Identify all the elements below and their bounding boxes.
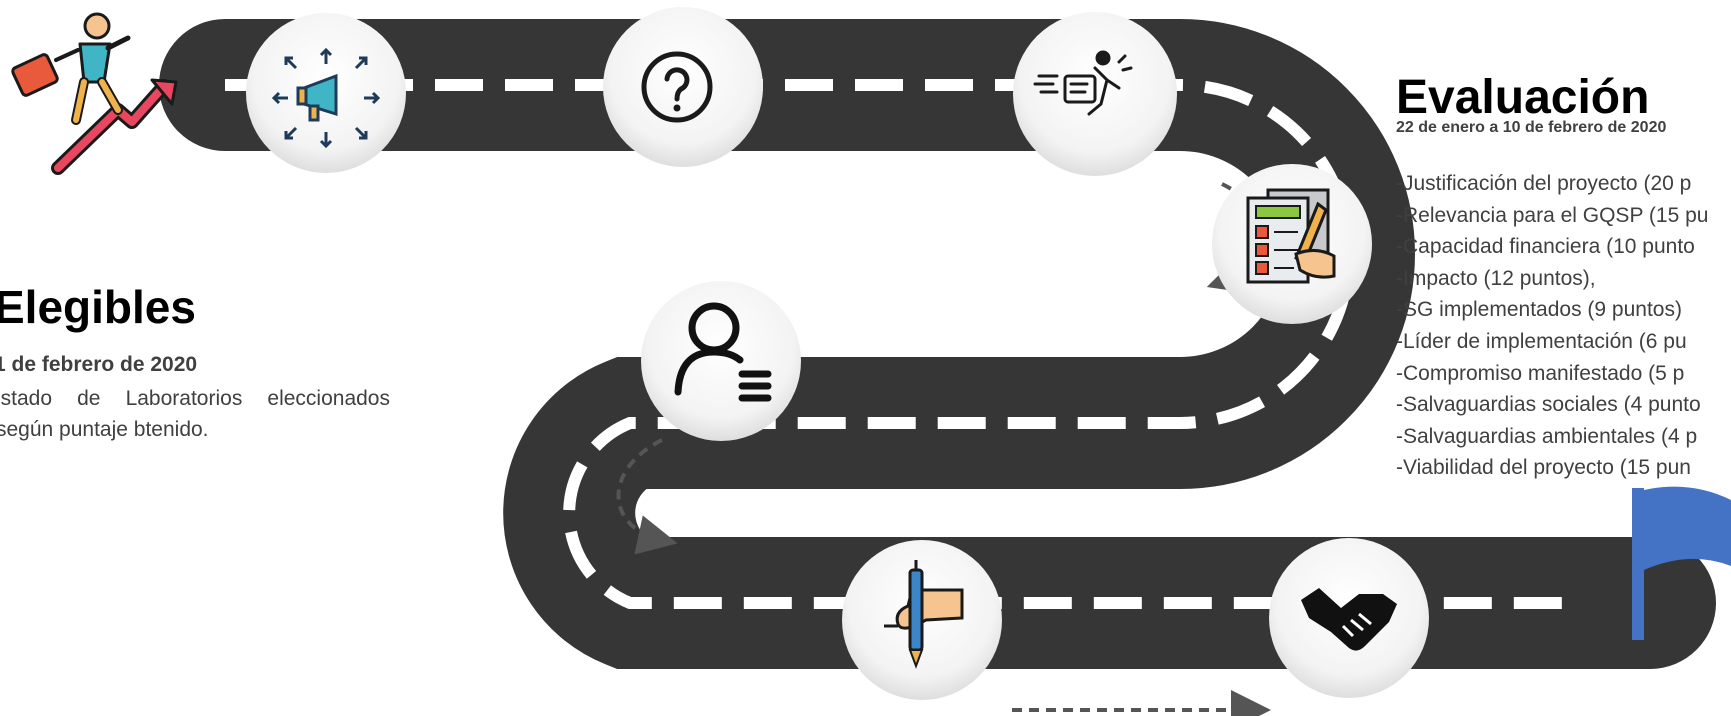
- person-climbing-growth-icon: [11, 14, 176, 168]
- criteria-item: -Líder de implementación (6 pu: [1396, 326, 1708, 358]
- criteria-item: -Capacidad financiera (10 punto: [1396, 231, 1708, 263]
- criteria-item: -SG implementados (9 puntos): [1396, 294, 1708, 326]
- criteria-item: -Viabilidad del proyecto (15 pun: [1396, 452, 1708, 484]
- criteria-item: -Relevancia para el GQSP (15 pu: [1396, 200, 1708, 232]
- criteria-item: -Justificación del proyecto (20 p: [1396, 168, 1708, 200]
- evaluacion-criteria-list: -Justificación del proyecto (20 p -Relev…: [1396, 168, 1708, 484]
- evaluacion-dates: 22 de enero a 10 de febrero de 2020: [1396, 119, 1666, 137]
- criteria-item: -Salvaguardias sociales (4 punto: [1396, 389, 1708, 421]
- checklist-signing-icon: [1248, 190, 1334, 282]
- elegibles-dates: 1 de febrero de 2020: [0, 353, 197, 377]
- criteria-item: -Impacto (12 puntos),: [1396, 263, 1708, 295]
- criteria-item: -Compromiso manifestado (5 p: [1396, 358, 1708, 390]
- elegibles-description: istado de Laboratorios eleccionados segú…: [0, 383, 390, 445]
- elegibles-title: Elegibles: [0, 280, 196, 334]
- criteria-item: -Salvaguardias ambientales (4 p: [1396, 421, 1708, 453]
- evaluacion-title: Evaluación: [1396, 70, 1649, 126]
